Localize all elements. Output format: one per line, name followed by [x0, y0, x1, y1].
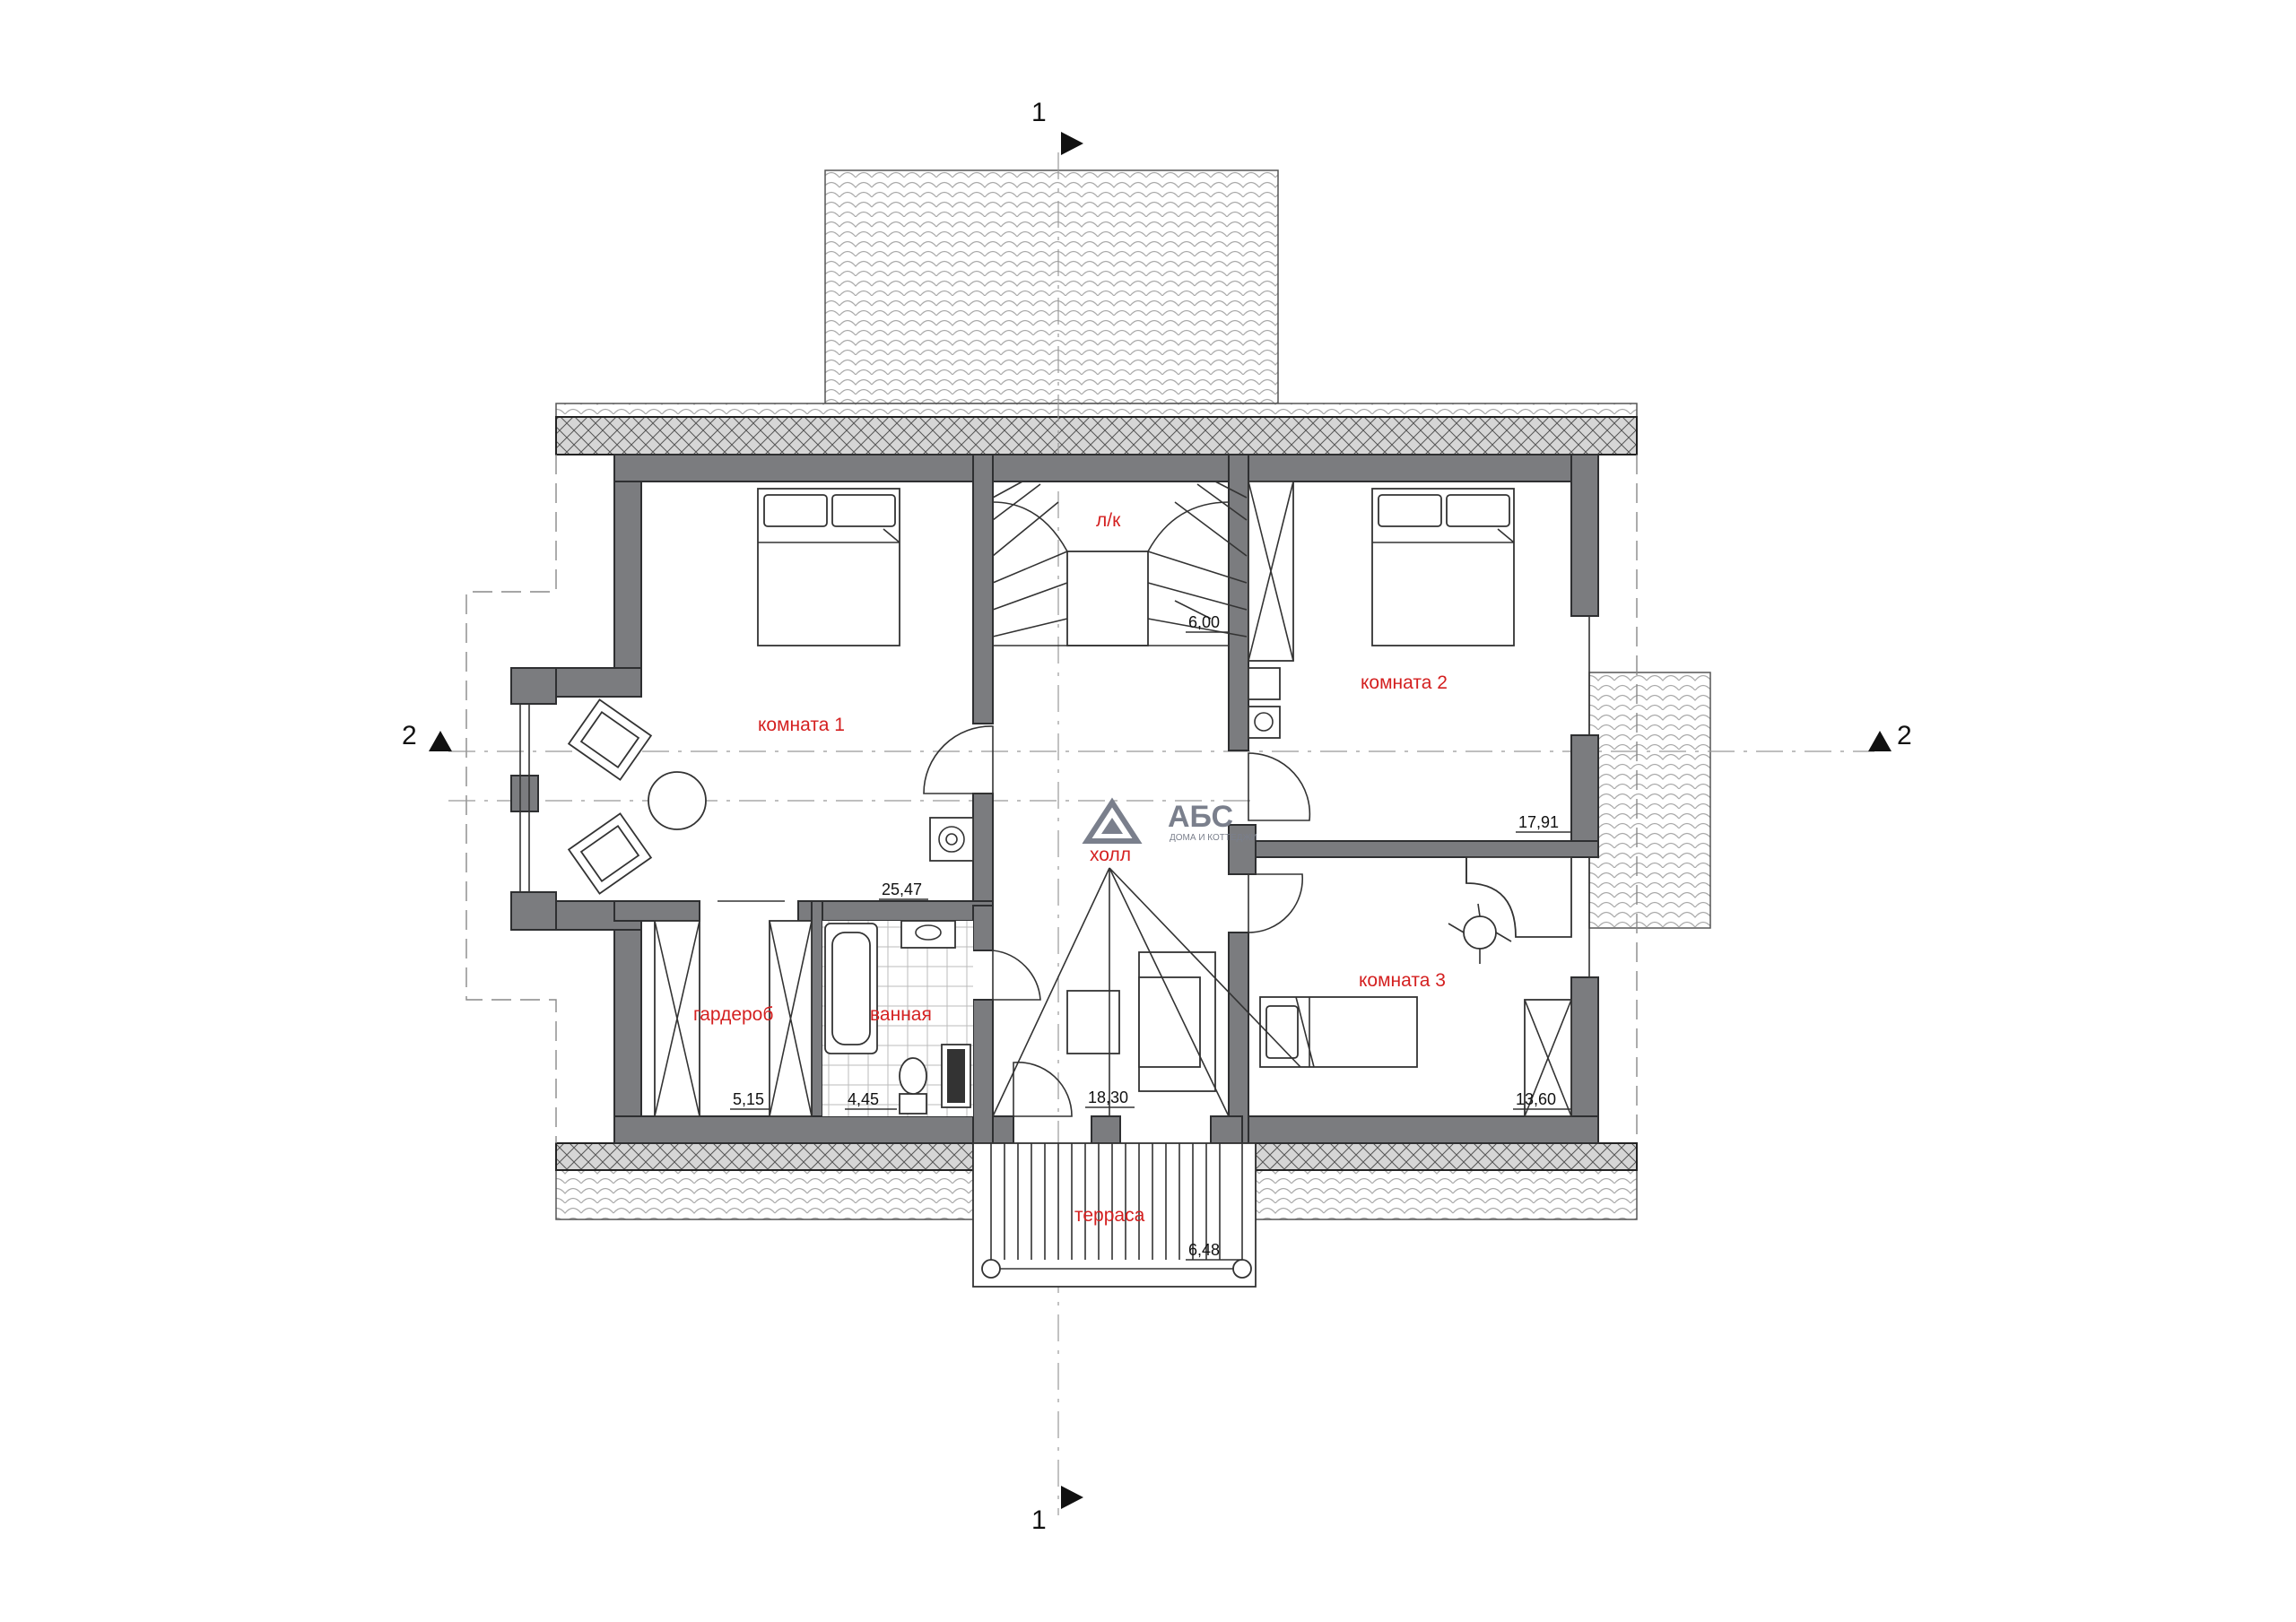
wardrobe-area: 5,15	[733, 1090, 764, 1108]
sink	[900, 920, 956, 949]
bay-post-mid	[510, 775, 539, 812]
wall-terrace-post-right	[1210, 1115, 1243, 1144]
wall-right-upper	[1570, 454, 1599, 617]
terrace-name: терраса	[1074, 1205, 1145, 1226]
wall-top-mid	[972, 454, 1252, 482]
wall-bottom-right	[1241, 1115, 1599, 1144]
staircase	[992, 481, 1248, 646]
wall-left-lower	[613, 900, 642, 1144]
bed-room3	[1259, 996, 1418, 1068]
section-arrow-bottom-icon	[1061, 1486, 1083, 1509]
door-room1	[923, 725, 994, 794]
door-terrace	[1013, 1062, 1073, 1117]
insulation-bottom-right	[1255, 1142, 1638, 1171]
wall-terrace-post	[1091, 1115, 1121, 1144]
round-table	[648, 771, 707, 830]
toilet	[899, 1057, 927, 1115]
door-room2	[1248, 752, 1311, 821]
stairs-name: л/к	[1096, 510, 1121, 531]
wall-top-left	[613, 454, 987, 482]
bed-room1	[757, 488, 900, 646]
insulation-top	[555, 416, 1638, 455]
wall-top-right	[1237, 454, 1597, 482]
section-arrow-top-icon	[1061, 132, 1083, 155]
wall-left-upper	[613, 454, 642, 698]
wardrobe-closets	[654, 920, 813, 1117]
wall-wardrobe-right	[811, 900, 823, 1117]
section-marker-left-label: 2	[402, 721, 417, 750]
roof-bottom-eave-left	[555, 1169, 974, 1220]
roof-top-eave	[555, 403, 1638, 418]
logo-tagline: ДОМА И КОТТЕДЖИ	[1170, 833, 1257, 843]
wardrobe-room2	[1248, 481, 1294, 662]
wall-right-mid	[1570, 734, 1599, 857]
wall-stairs-right	[1228, 454, 1249, 751]
hall-name: холл	[1090, 845, 1131, 865]
armchair-upper	[567, 698, 653, 781]
wall-bottom-left	[613, 1115, 1014, 1144]
wall-bath-top	[797, 900, 994, 922]
section-arrow-left-icon	[429, 731, 452, 751]
wall-bath-right	[972, 905, 994, 951]
bay-post-top	[510, 667, 557, 705]
wardrobe-room3	[1524, 999, 1572, 1117]
section-marker-bottom-label: 1	[1031, 1505, 1047, 1535]
office-chair-icon	[1448, 903, 1512, 964]
section-arrow-right-icon	[1868, 731, 1892, 751]
bed-room2	[1371, 488, 1515, 646]
terrace-area: 6,48	[1188, 1241, 1220, 1259]
washing-machine	[929, 817, 974, 862]
stairs-area: 6,00	[1188, 613, 1220, 631]
terrace	[972, 1142, 1257, 1288]
towel-radiator	[941, 1044, 971, 1108]
roof-top-gable	[824, 169, 1279, 404]
logo-name: АБС	[1168, 800, 1233, 834]
wardrobe-name: гардероб	[693, 1004, 773, 1025]
wall-hall-right-mid	[1228, 824, 1257, 875]
roof-right-gable	[1588, 672, 1711, 929]
door-bathroom	[992, 950, 1041, 1001]
coffee-table	[1066, 990, 1120, 1054]
room3-area: 13,60	[1516, 1090, 1556, 1108]
bathroom-name: ванная	[870, 1004, 932, 1025]
wall-room3-left	[1228, 932, 1249, 1144]
wall-stairs-left	[972, 454, 994, 724]
desk-room3	[1465, 856, 1572, 938]
bathtub	[824, 923, 878, 1054]
room3-name: комната 3	[1359, 970, 1446, 991]
room2-name: комната 2	[1361, 672, 1448, 693]
section-marker-right-label: 2	[1897, 721, 1912, 750]
door-room3	[1248, 873, 1303, 933]
bay-wall-top	[555, 667, 642, 698]
section-marker-top-label: 1	[1031, 98, 1047, 127]
room1-name: комната 1	[758, 715, 845, 735]
roof-bottom-eave-right	[1255, 1169, 1638, 1220]
room2-area: 17,91	[1518, 813, 1559, 831]
washer-room2	[1248, 667, 1281, 739]
bay-post-bottom	[510, 891, 557, 931]
wall-room2-room3	[1228, 840, 1599, 858]
hall-skylight-lines	[992, 867, 1301, 1117]
upper-floor-outline	[465, 455, 557, 1143]
armchair-lower	[567, 812, 653, 895]
wall-wardrobe-top	[613, 900, 700, 922]
wall-bath-right-lower	[972, 999, 994, 1144]
company-logo: АБС ДОМА И КОТТЕДЖИ	[1082, 797, 1257, 844]
sofa	[1138, 951, 1216, 1092]
hall-area: 18,30	[1088, 1089, 1128, 1106]
wall-hall-left	[972, 793, 994, 906]
insulation-bottom-left	[555, 1142, 974, 1171]
bathroom-area: 4,45	[848, 1090, 879, 1108]
room1-area: 25,47	[882, 880, 922, 898]
